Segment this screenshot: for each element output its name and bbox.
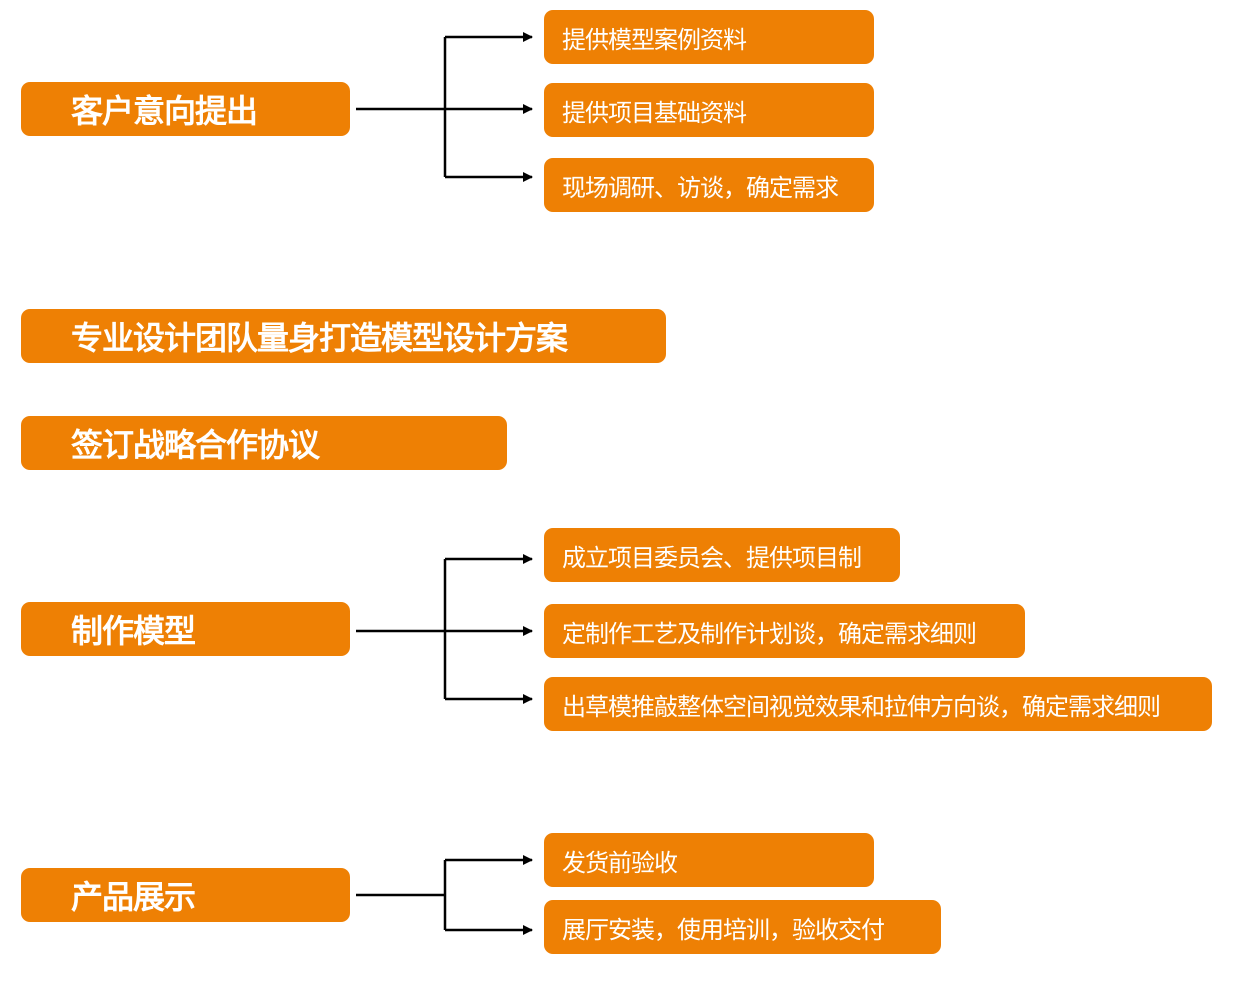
substep-box: 现场调研、访谈，确定需求	[544, 158, 874, 212]
substep-box: 出草模推敲整体空间视觉效果和拉伸方向谈，确定需求细则	[544, 677, 1212, 731]
substep-box: 提供项目基础资料	[544, 83, 874, 137]
substep-box: 提供模型案例资料	[544, 10, 874, 64]
step-box-sign-agreement: 签订战略合作协议	[21, 416, 507, 470]
substep-box: 发货前验收	[544, 833, 874, 887]
connector-group-step-4	[356, 554, 533, 704]
step-box-product-display: 产品展示	[21, 868, 350, 922]
step-box-customer-intent: 客户意向提出	[21, 82, 350, 136]
substep-box: 成立项目委员会、提供项目制	[544, 528, 900, 582]
connector-group-step-1	[356, 32, 533, 182]
step-box-make-model: 制作模型	[21, 602, 350, 656]
connector-group-step-5	[356, 855, 533, 935]
substep-box: 展厅安装，使用培训，验收交付	[544, 900, 941, 954]
step-box-design-plan: 专业设计团队量身打造模型设计方案	[21, 309, 666, 363]
substep-box: 定制作工艺及制作计划谈，确定需求细则	[544, 604, 1025, 658]
